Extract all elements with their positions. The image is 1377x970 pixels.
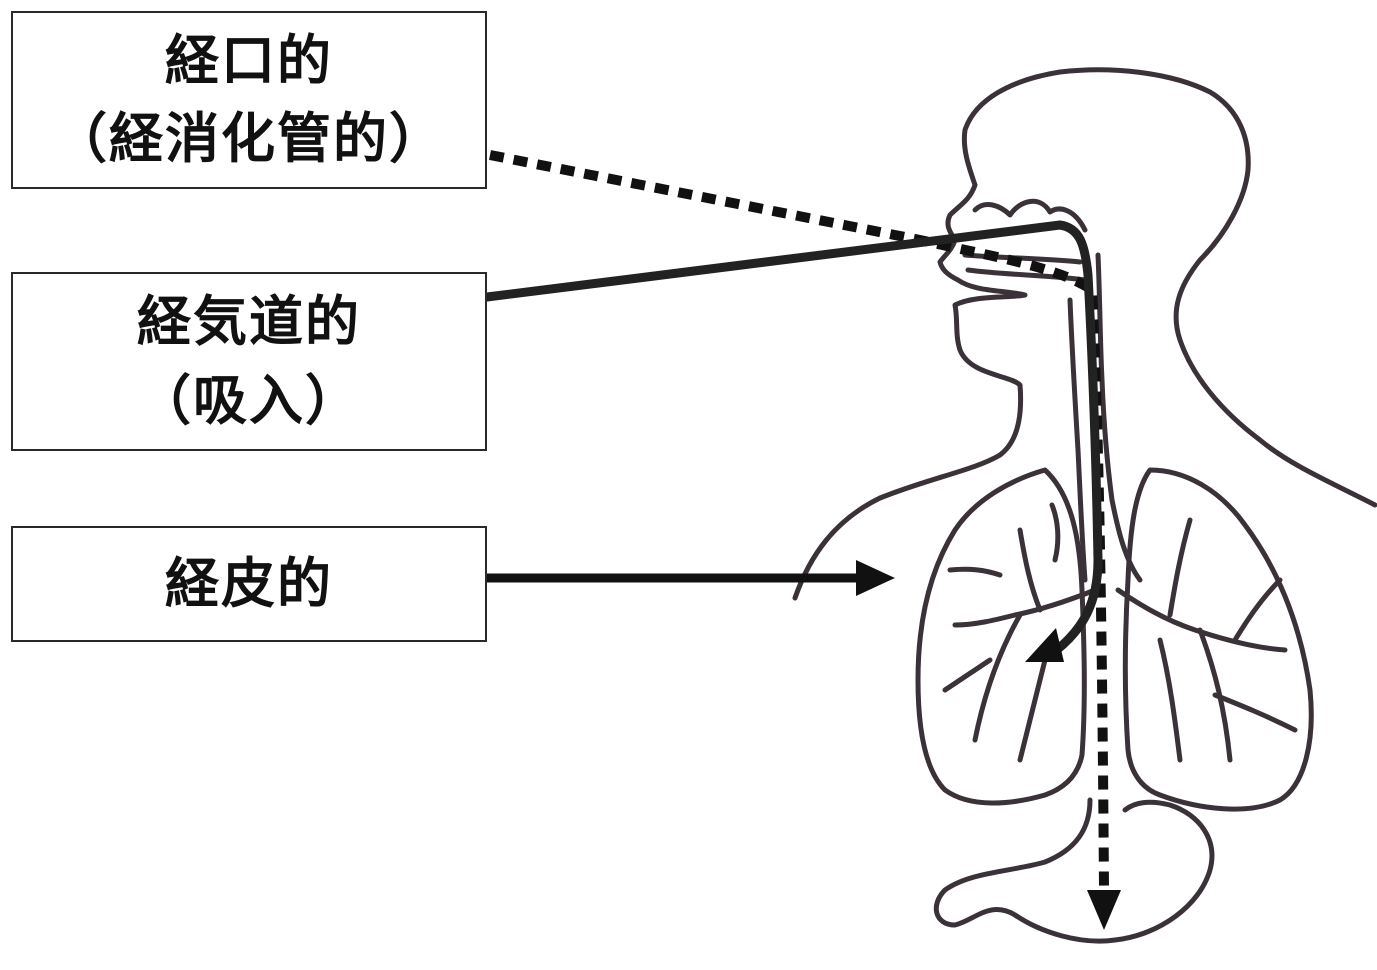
dermal-route-title: 経皮的: [165, 545, 333, 623]
oral-route-title: 経口的: [165, 22, 333, 100]
inhalation-route-label: 経気道的 （吸入）: [11, 272, 487, 451]
oral-route-arrow: [490, 155, 1121, 930]
inhalation-route-title: 経気道的: [137, 283, 361, 361]
dermal-route-label: 経皮的: [11, 526, 487, 642]
oral-route-label: 経口的 （経消化管的）: [11, 11, 487, 189]
stomach: [936, 800, 1212, 941]
oral-route-subtitle: （経消化管的）: [53, 100, 445, 178]
body-outline: [795, 70, 1375, 598]
dermal-route-arrow: [487, 560, 895, 596]
inhalation-route-subtitle: （吸入）: [137, 362, 361, 440]
